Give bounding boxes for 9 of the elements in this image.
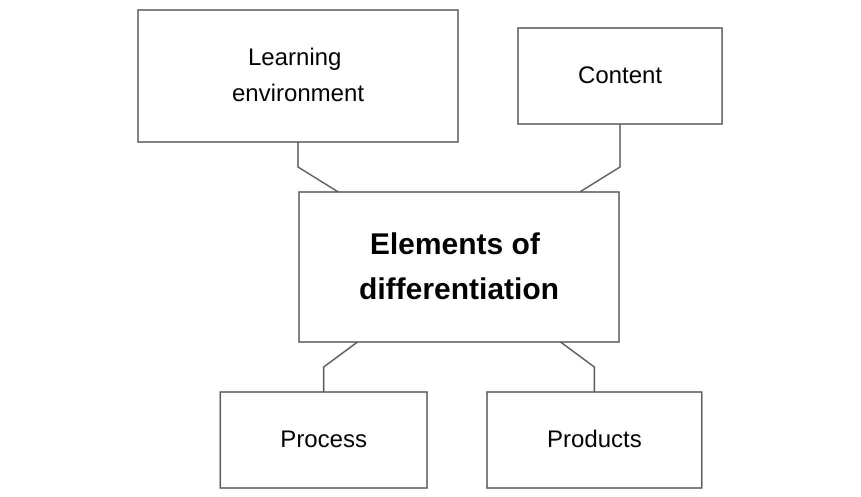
node-box: Process — [220, 390, 428, 488]
connector — [560, 340, 596, 392]
node-box: Content — [518, 26, 724, 124]
connector — [298, 142, 340, 192]
node-box: Learning environment — [138, 8, 460, 142]
node-box: Products — [486, 390, 703, 488]
connector — [323, 340, 358, 392]
node-box: Elements of differentiation — [298, 190, 620, 342]
connector — [580, 124, 622, 192]
